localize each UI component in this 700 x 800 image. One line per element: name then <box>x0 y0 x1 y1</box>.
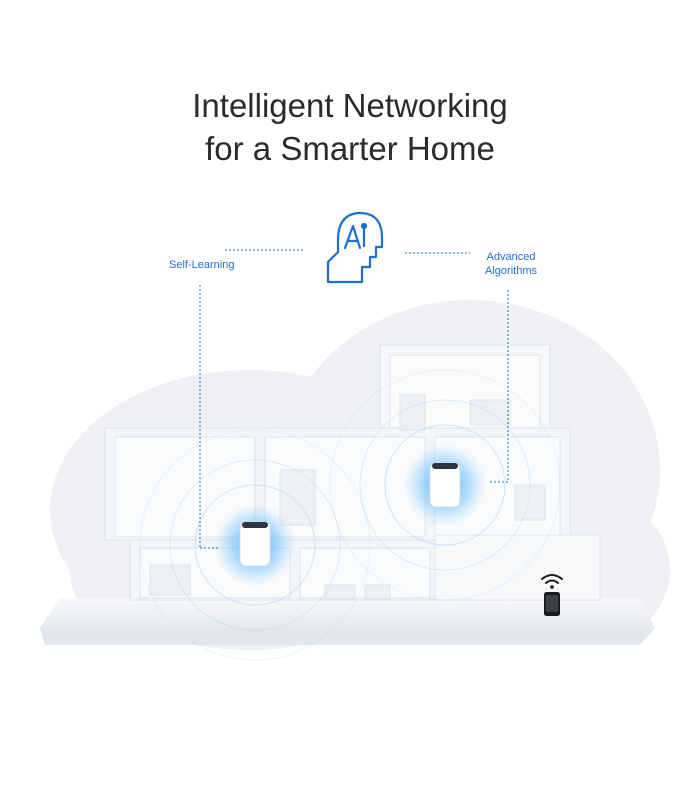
page-headline: Intelligent Networking for a Smarter Hom… <box>0 84 700 170</box>
feature-label-self-learning: Self-Learning <box>169 259 235 271</box>
headline-line-1: Intelligent Networking <box>192 87 508 124</box>
feature-label-advanced-line-2: Algorithms <box>485 265 537 277</box>
feature-label-advanced-line-1: Advanced <box>486 251 536 263</box>
ai-head-icon <box>326 211 384 284</box>
smartphone-wifi-icon <box>541 574 563 616</box>
signal-rings <box>139 369 561 661</box>
headline-line-2: for a Smarter Home <box>205 130 495 167</box>
house-platform <box>40 598 655 645</box>
feature-label-advanced-algorithms: Advanced Algorithms <box>476 250 546 278</box>
mesh-router-upper <box>403 443 487 527</box>
mesh-router-lower <box>213 503 297 587</box>
callout-lines <box>199 249 509 549</box>
